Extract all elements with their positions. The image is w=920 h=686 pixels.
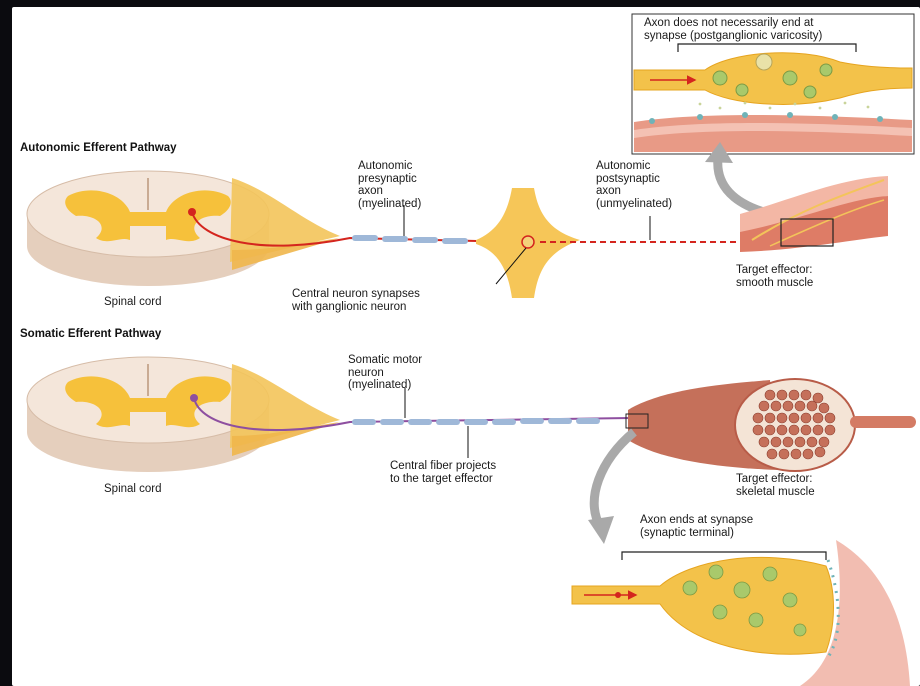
zoom-arrow-down <box>594 432 634 526</box>
autonomic-section-title: Autonomic Efferent Pathway <box>20 142 177 154</box>
smooth-muscle-tissue <box>740 176 888 252</box>
somatic-motor-neuron-label: Somatic motor neuron (myelinated) <box>348 354 422 392</box>
arrow-head-down-icon <box>588 516 614 544</box>
synapse-label: Central neuron synapses with ganglionic … <box>292 288 420 313</box>
autonomic-spinal-cord-label: Spinal cord <box>104 296 162 309</box>
central-fiber-label: Central fiber projects to the target eff… <box>390 460 496 485</box>
skeletal-muscle <box>626 379 916 471</box>
synaptic-terminal-inset-label: Axon ends at synapse (synaptic terminal) <box>640 514 753 539</box>
postsynaptic-axon-label: Autonomic postsynaptic axon (unmyelinate… <box>596 160 672 210</box>
skeletal-muscle-label: Target effector: skeletal muscle <box>736 473 815 498</box>
somatic-myelin-sheath <box>352 418 600 425</box>
somatic-spinal-cord-label: Spinal cord <box>104 483 162 496</box>
somatic-section-title: Somatic Efferent Pathway <box>20 328 161 340</box>
ganglion-synapse-point <box>522 236 534 248</box>
smooth-muscle-label: Target effector: smooth muscle <box>736 264 813 289</box>
varicosity-inset-label: Axon does not necessarily end at synapse… <box>644 17 822 42</box>
synaptic-terminal-inset <box>572 540 910 686</box>
presynaptic-axon-label: Autonomic presynaptic axon (myelinated) <box>358 160 421 210</box>
